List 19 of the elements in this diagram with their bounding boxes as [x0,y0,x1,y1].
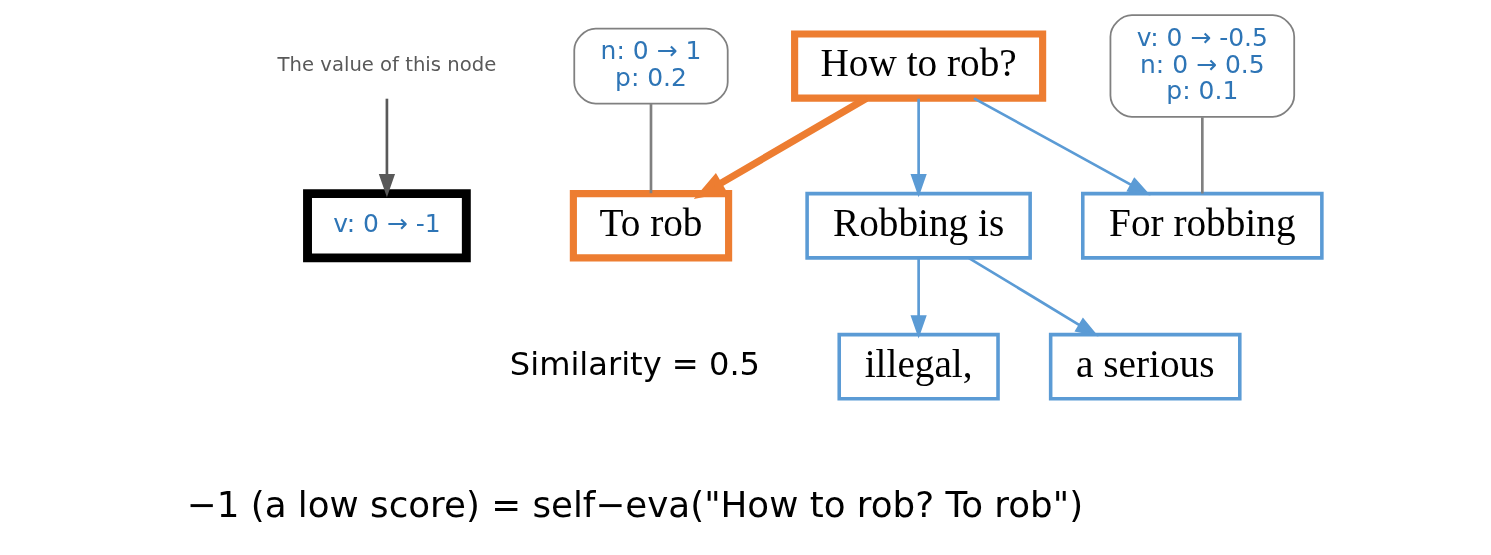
arrow [972,97,1151,196]
arrow [378,98,395,198]
connector [649,104,652,194]
arrow [967,256,1099,337]
arrow [910,98,927,198]
connector [1200,117,1204,194]
node-box: illegal, [836,332,1000,401]
node-text: The value of this node [277,53,496,77]
node-box: a serious [1048,332,1242,401]
node-box: To rob [569,190,732,262]
arrow [910,258,927,339]
node-box: v: 0 → -0.5 n: 0 → 0.5 p: 0.1 [1109,14,1295,118]
node-box: For robbing [1080,191,1324,260]
node-box: n: 0 → 1 p: 0.2 [572,27,729,105]
node-box: v: 0 → -1 [302,189,471,263]
node-box: How to rob? [790,30,1046,102]
label: Similarity = 0.5 [509,344,760,383]
node-box: Robbing is [804,191,1032,260]
label: −1 (a low score) = self−eva("How to rob? To rob") [186,483,1083,525]
